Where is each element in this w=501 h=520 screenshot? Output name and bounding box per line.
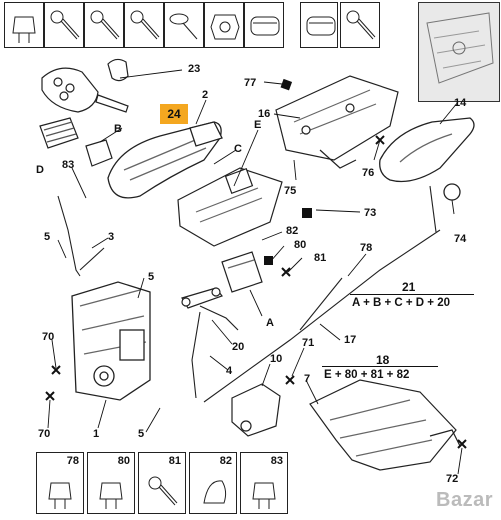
callout: 1 <box>93 428 99 440</box>
part-thumbnail: 83 <box>240 452 288 514</box>
callout: 5 <box>138 428 144 440</box>
callout: 73 <box>364 207 376 219</box>
formula-divider <box>322 366 438 367</box>
callout: 78 <box>360 242 372 254</box>
formula-ref: 21 <box>402 280 416 294</box>
screw-icon <box>90 10 120 40</box>
part-thumbnail <box>340 2 380 48</box>
callout: 14 <box>454 97 467 109</box>
grommet-icon <box>306 16 336 36</box>
small-clips <box>264 78 312 265</box>
formula-divider <box>350 294 474 295</box>
washer-screw-icon <box>169 13 198 40</box>
thumbnail-label: 80 <box>117 455 130 467</box>
actuator-part <box>221 251 263 293</box>
formula-expression: E + 80 + 81 + 82 <box>324 369 410 381</box>
part-thumbnail <box>300 2 338 48</box>
cap-icon <box>203 480 227 504</box>
part-thumbnail <box>124 2 164 48</box>
part-thumbnail: 81 <box>138 452 186 514</box>
highlighted-part-label: 24 <box>160 104 188 124</box>
part-thumbnail: 78 <box>36 452 84 514</box>
clip-icon <box>12 16 36 43</box>
screw-icon <box>50 10 80 40</box>
screw-icon <box>130 10 160 40</box>
callout: C <box>234 143 242 155</box>
callout: 81 <box>314 252 326 264</box>
screw-icon <box>346 10 376 40</box>
callout: D <box>36 164 44 176</box>
outer-handle-part <box>107 121 223 199</box>
callout: 16 <box>258 108 270 120</box>
nut-icon <box>210 14 240 40</box>
callout: 74 <box>454 233 467 245</box>
clip-icon <box>99 482 123 509</box>
callout: A <box>266 317 274 329</box>
control-rods <box>57 185 441 403</box>
clip-icon <box>48 482 72 509</box>
callout: 70 <box>42 331 54 343</box>
leader-lines <box>47 69 463 475</box>
callout: 83 <box>62 159 74 171</box>
inner-bracket-part <box>275 75 399 169</box>
callout: 23 <box>188 63 200 75</box>
screw-icon <box>148 476 178 506</box>
interior-handle-part <box>379 117 475 201</box>
part-thumbnail <box>44 2 84 48</box>
callout: 4 <box>226 365 233 377</box>
thumbnail-label: 83 <box>270 455 283 467</box>
callout: 70 <box>38 428 50 440</box>
door-lock-part <box>71 281 151 401</box>
callout: 2 <box>202 89 208 101</box>
callout: 77 <box>244 77 256 89</box>
callout: 71 <box>302 337 314 349</box>
thumbnail-label: 81 <box>168 455 181 467</box>
callout: 17 <box>344 334 356 346</box>
part-thumbnail <box>4 2 44 48</box>
callout: B <box>114 123 122 135</box>
callout-labels: 23 2 B D 83 C E 16 77 14 76 75 73 74 5 3… <box>36 63 467 485</box>
thumbnail-label: 82 <box>219 455 232 467</box>
callout: 20 <box>232 341 244 353</box>
key-fob-part <box>41 58 129 113</box>
clip-icon <box>252 482 276 509</box>
part-thumbnail <box>244 2 284 48</box>
outside-mechanism-part <box>309 379 461 471</box>
lock-cylinder-part <box>39 117 113 167</box>
lever-part <box>181 287 239 331</box>
overview-diagram <box>418 2 500 102</box>
callout: 82 <box>286 225 298 237</box>
formula-ref: 18 <box>376 353 390 367</box>
callout: 75 <box>284 185 296 197</box>
callout: 80 <box>294 239 306 251</box>
part-thumbnail: 80 <box>87 452 135 514</box>
callout: 72 <box>446 473 458 485</box>
formula-expression: A + B + C + D + 20 <box>352 297 451 309</box>
callout: E <box>254 119 261 131</box>
thumbnail-label: 78 <box>66 455 79 467</box>
part-thumbnail <box>204 2 244 48</box>
grommet-icon <box>250 16 280 36</box>
watermark: Bazar <box>436 489 493 511</box>
lock-bracket-part <box>231 383 281 437</box>
callout: 76 <box>362 167 374 179</box>
callout: 10 <box>270 353 282 365</box>
part-thumbnail: 82 <box>189 452 237 514</box>
handle-frame-part <box>177 167 283 247</box>
callout: 3 <box>108 231 114 243</box>
callout: 5 <box>44 231 50 243</box>
callout: 5 <box>148 271 154 283</box>
callout: 7 <box>304 373 310 385</box>
overview-diagram-icon <box>426 12 494 84</box>
part-thumbnail <box>164 2 204 48</box>
part-thumbnail <box>84 2 124 48</box>
